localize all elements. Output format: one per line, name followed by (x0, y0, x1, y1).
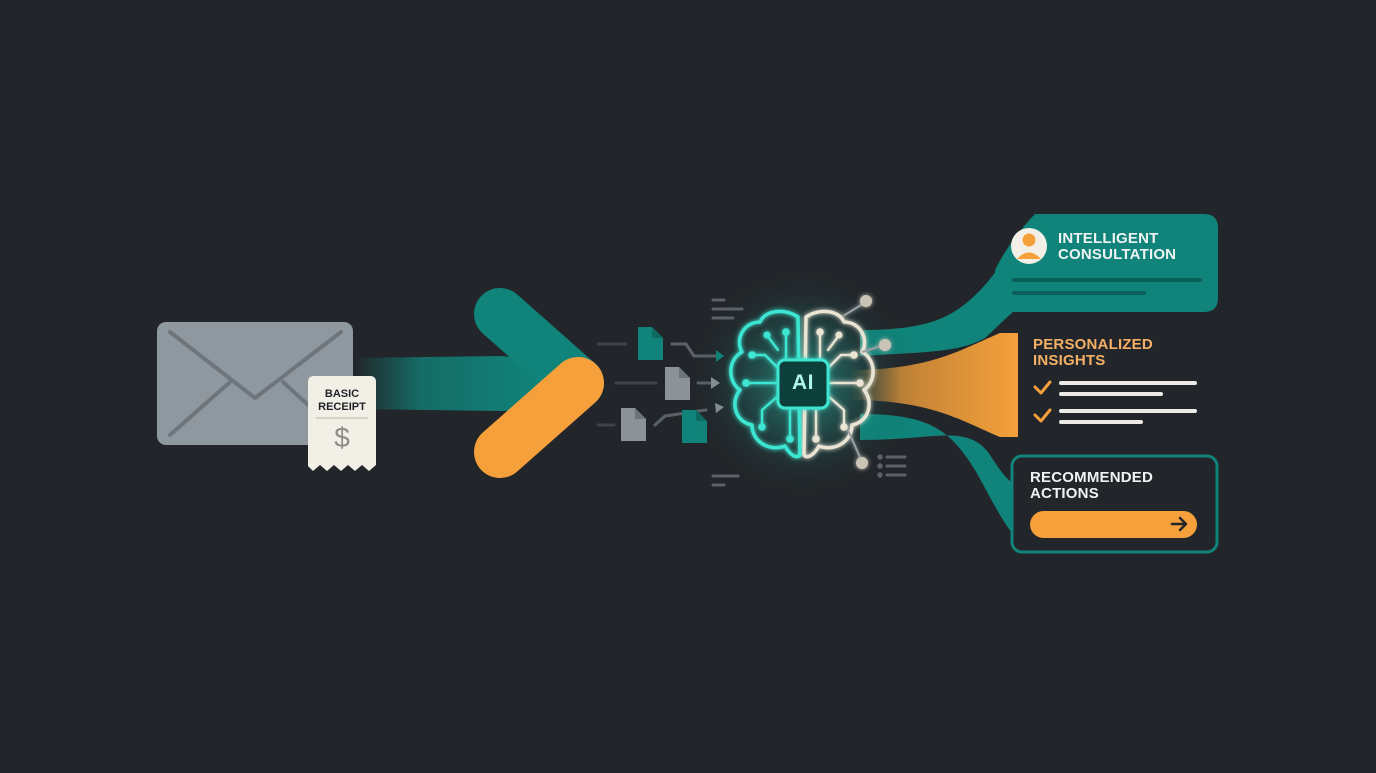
checkmark-icon (1033, 408, 1052, 423)
document-icon (621, 408, 646, 441)
insights-title-line1: PERSONALIZED (1033, 336, 1153, 353)
insights-card (1033, 380, 1197, 424)
input-flow-band (355, 356, 545, 411)
checkmark-icon (1033, 380, 1052, 395)
brain-icon (729, 295, 891, 469)
consultation-title-line2: CONSULTATION (1058, 246, 1177, 263)
receipt-label-line1: BASIC (324, 388, 360, 400)
arrow-right-icon (1170, 516, 1188, 532)
actions-title-line1: RECOMMENDED (1030, 469, 1154, 486)
envelope-icon (157, 322, 353, 445)
action-button[interactable] (1030, 511, 1197, 538)
chip-icon (776, 358, 830, 410)
receipt-label-line2: RECEIPT (318, 401, 366, 413)
document-icon (638, 327, 663, 360)
document-icon (665, 367, 690, 400)
user-avatar-icon (1011, 228, 1047, 264)
insights-title-line2: INSIGHTS (1033, 352, 1106, 369)
chevron-arrow-icon (474, 288, 604, 478)
ai-label: AI (792, 371, 814, 394)
consultation-title-line1: INTELLIGENT (1058, 230, 1159, 247)
dollar-symbol: $ (334, 422, 350, 453)
actions-title-line2: ACTIONS (1030, 485, 1099, 502)
receipt-icon (308, 376, 376, 471)
consultation-card (995, 214, 1218, 312)
